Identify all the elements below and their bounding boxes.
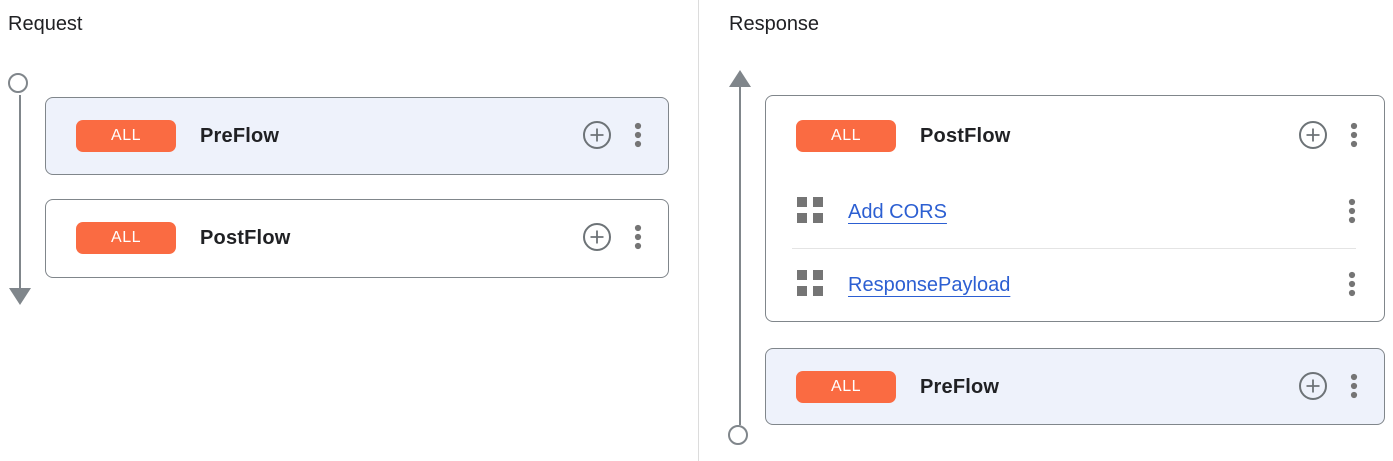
condition-badge: ALL (76, 222, 176, 254)
response-postflow-card[interactable]: ALL PostFlow (765, 95, 1385, 322)
condition-badge: ALL (76, 120, 176, 152)
card-header: ALL PreFlow (46, 98, 668, 174)
more-options-button[interactable] (1348, 197, 1356, 228)
more-options-button[interactable] (1350, 372, 1358, 403)
more-options-button[interactable] (1348, 270, 1356, 301)
arrow-down-icon (9, 288, 31, 305)
kebab-menu-icon (1350, 372, 1358, 403)
policy-row-divider (792, 248, 1356, 249)
kebab-menu-icon (1348, 270, 1356, 301)
more-options-button[interactable] (634, 121, 642, 152)
request-timeline-line (19, 95, 21, 289)
more-options-button[interactable] (634, 223, 642, 254)
policy-row: Add CORS (766, 176, 1384, 248)
condition-badge: ALL (796, 371, 896, 403)
flow-name: PostFlow (200, 226, 291, 249)
add-policy-button[interactable] (582, 222, 612, 255)
response-panel-title: Response (729, 13, 820, 35)
policy-grid-icon (796, 269, 824, 302)
add-policy-button[interactable] (1298, 371, 1328, 404)
panel-divider (698, 0, 699, 461)
timeline-start-circle (8, 73, 28, 93)
plus-circle-icon (1298, 120, 1328, 153)
card-header: ALL PostFlow (46, 200, 668, 276)
policy-link-responsepayload[interactable]: ResponsePayload (848, 273, 1011, 296)
add-policy-button[interactable] (582, 120, 612, 153)
request-postflow-card[interactable]: ALL PostFlow (45, 199, 669, 278)
flow-name: PostFlow (920, 124, 1011, 147)
timeline-end-circle (728, 425, 748, 445)
policy-grid-icon (796, 196, 824, 229)
add-policy-button[interactable] (1298, 120, 1328, 153)
request-panel-title: Request (8, 13, 83, 35)
kebab-menu-icon (1348, 197, 1356, 228)
card-header: ALL PostFlow (766, 96, 1384, 176)
policy-row: ResponsePayload (766, 249, 1384, 321)
condition-badge: ALL (796, 120, 896, 152)
plus-circle-icon (582, 120, 612, 153)
arrow-up-icon (729, 70, 751, 87)
response-timeline-line (739, 87, 741, 425)
policy-link-add-cors[interactable]: Add CORS (848, 200, 947, 223)
plus-circle-icon (1298, 371, 1328, 404)
kebab-menu-icon (634, 223, 642, 254)
kebab-menu-icon (634, 121, 642, 152)
request-preflow-card[interactable]: ALL PreFlow (45, 97, 669, 175)
response-preflow-card[interactable]: ALL PreFlow (765, 348, 1385, 425)
plus-circle-icon (582, 222, 612, 255)
flow-name: PreFlow (920, 375, 1000, 398)
more-options-button[interactable] (1350, 121, 1358, 152)
card-header: ALL PreFlow (766, 349, 1384, 425)
flow-name: PreFlow (200, 124, 280, 147)
kebab-menu-icon (1350, 121, 1358, 152)
